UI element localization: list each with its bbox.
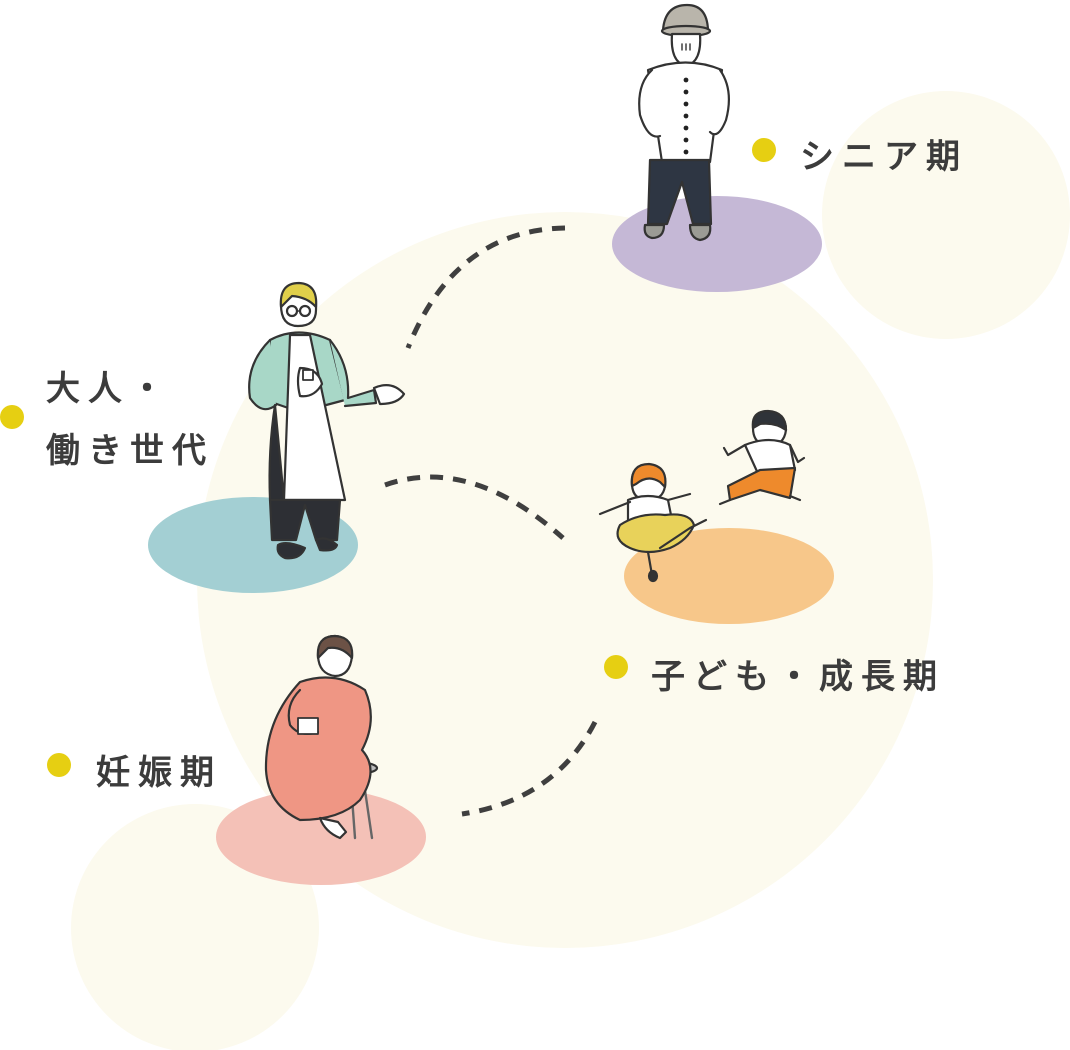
background-circle-top-right [822,91,1070,339]
pregnancy-stage-bullet [47,753,71,777]
adult-worker-icon [248,281,406,560]
dotted-connectors [384,225,598,817]
pregnant-woman-icon [264,634,379,840]
senior-floor-ellipse [612,196,822,292]
pregnancy-stage-label: 妊娠期 [96,753,222,793]
pregnancy-floor-ellipse [216,789,426,885]
child-stage-label: 子ども・成長期 [651,657,945,697]
connector-adult-to-senior [405,225,566,349]
child-stage-bullet [604,655,628,679]
senior-stage-label: シニア期 [800,137,968,177]
senior-man-icon [638,3,731,242]
adult-stage-label-line1: 大人・ [46,369,172,409]
running-children-icon [598,409,806,583]
adult-stage-label-line2: 働き世代 [46,431,214,471]
connector-child-to-pregnancy [461,720,598,817]
connector-adult-to-child [384,474,565,540]
child-floor-ellipse [624,528,834,624]
adult-stage-bullet [0,405,24,429]
adult-floor-ellipse [148,497,358,593]
senior-stage-bullet [752,138,776,162]
